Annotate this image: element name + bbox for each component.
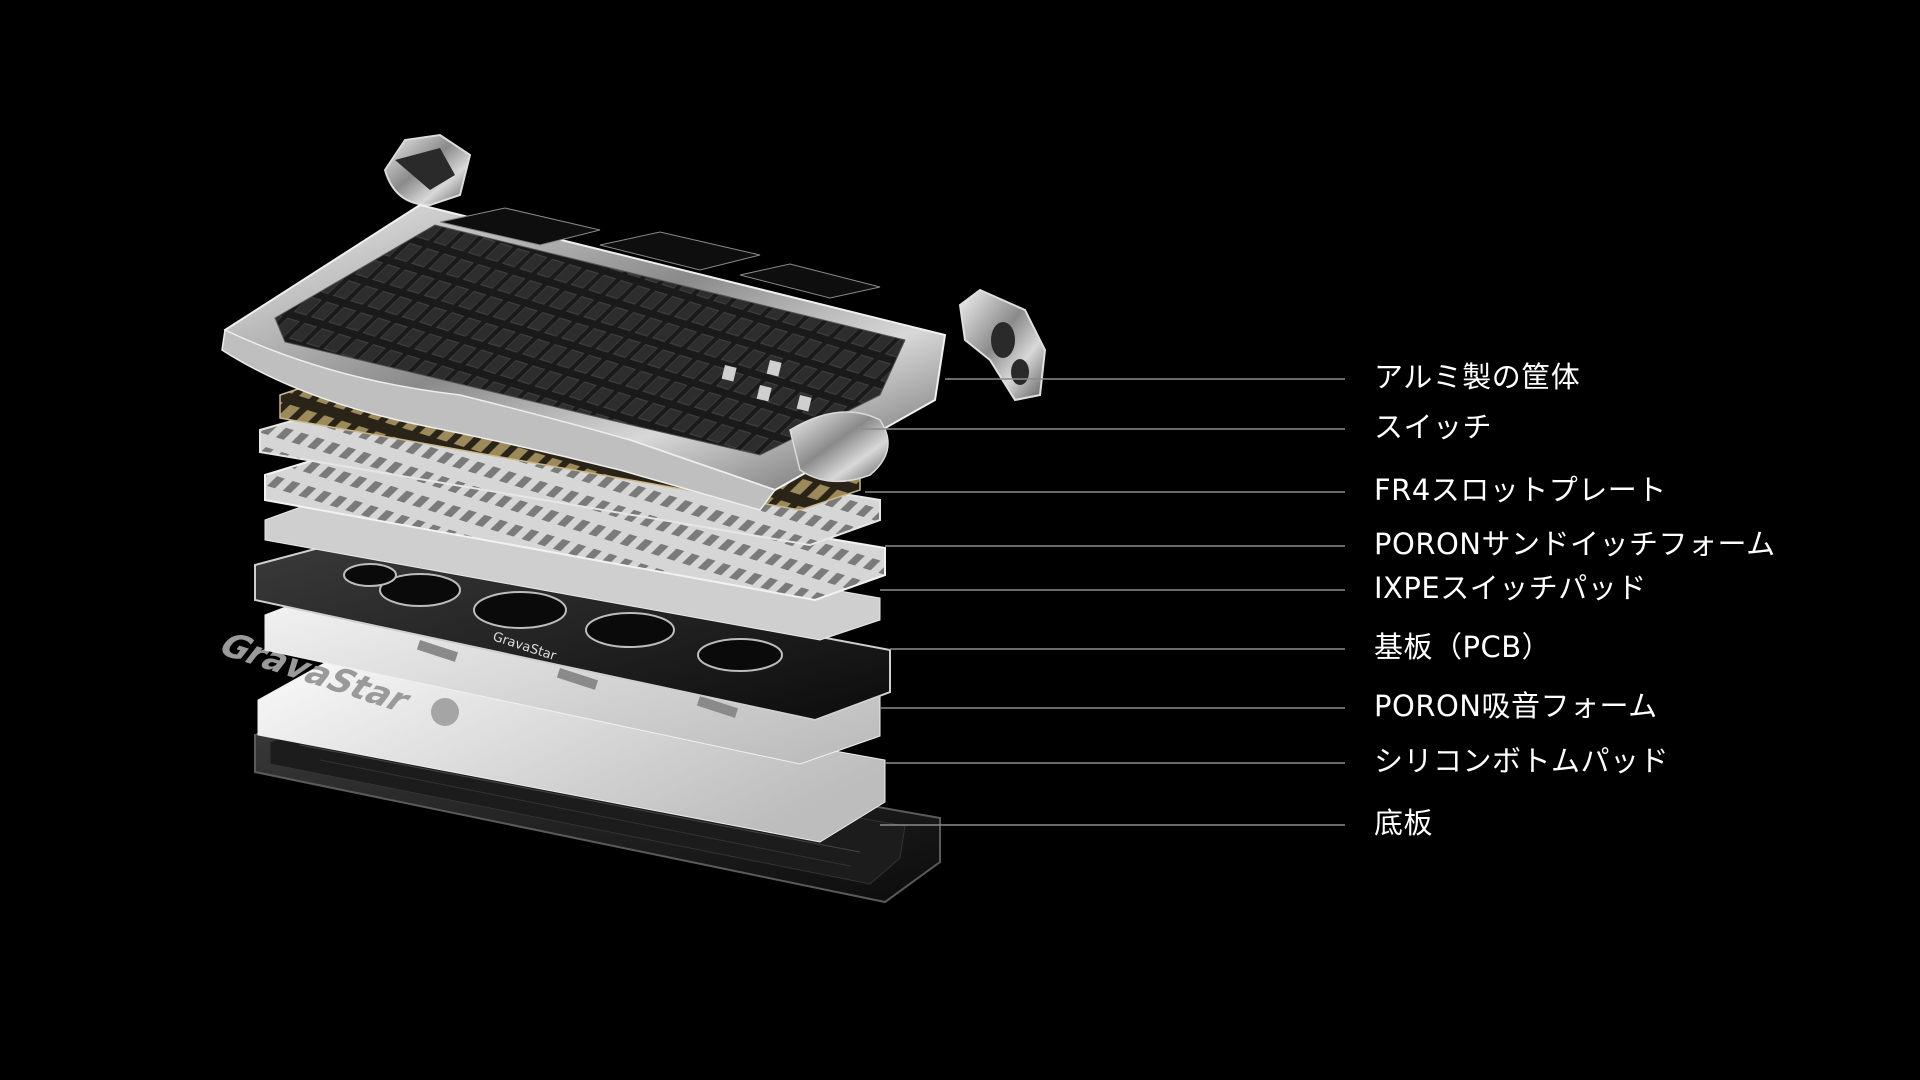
label-ixpe-switch-pad: IXPEスイッチパッド [1374, 571, 1647, 605]
label-pcb: 基板（PCB） [1374, 630, 1552, 664]
label-poron-sandwich-foam: PORONサンドイッチフォーム [1374, 527, 1776, 561]
label-bottom-case: 底板 [1374, 806, 1434, 840]
label-fr4-plate: FR4スロットプレート [1374, 473, 1667, 507]
pcb-part: GravaStar [254, 543, 891, 722]
gravastar-logo-icon [431, 698, 459, 726]
label-switches: スイッチ [1374, 410, 1493, 444]
leader-lines [860, 378, 1345, 826]
label-silicone-bottom-pad: シリコンボトムパッド [1374, 744, 1670, 778]
label-aluminum-case: アルミ製の筐体 [1374, 360, 1581, 394]
aluminum-case-part [221, 133, 1047, 511]
label-poron-sound-foam: PORON吸音フォーム [1374, 689, 1658, 723]
